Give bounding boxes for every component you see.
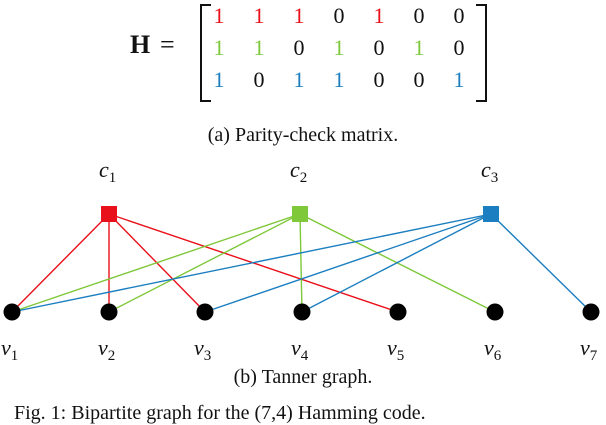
check-node [483,206,499,222]
matrix-cell: 1 [213,67,225,92]
variable-node [389,303,407,321]
matrix-cell: 0 [413,3,425,28]
matrix-cell: 0 [253,67,265,92]
variable-node [3,303,21,321]
check-node-label: c3 [481,157,498,186]
caption-parity-check-matrix: (a) Parity-check matrix. [207,124,399,146]
matrix-cell: 1 [253,35,265,60]
check-node [101,206,117,222]
variable-node-label: v7 [580,335,598,364]
variable-node-label: v6 [484,335,502,364]
figure-caption: Fig. 1: Bipartite graph for the (7,4) Ha… [14,402,426,424]
variable-node [582,303,600,321]
variable-node-label: v2 [98,335,115,364]
matrix-cell: 1 [453,67,465,92]
variable-node [293,303,311,321]
graph-edge [204,213,492,313]
graph-edge [108,213,301,313]
graph-edge [301,213,492,313]
graph-labels: c1 c2 c3 v1 v2 v3 v4 v5 v6 v7 [1,157,598,364]
variable-node-label: v3 [194,335,211,364]
parity-check-matrix: H = 1 1 1 0 1 0 0 1 1 0 1 0 1 0 1 0 1 1 0 0 1 [0,0,606,110]
graph-edge [11,213,110,313]
check-node [292,206,308,222]
matrix-cell: 1 [333,67,345,92]
variable-node-label: v1 [1,335,18,364]
variable-node [100,303,118,321]
graph-edge [11,213,492,313]
matrix-cell: 0 [333,3,345,28]
matrix-cell: 1 [293,3,305,28]
matrix-cell: 0 [373,35,385,60]
matrix-cell: 1 [293,67,305,92]
variable-node-label: v4 [291,335,309,364]
graph-edge [299,213,303,313]
graph-nodes [3,206,600,321]
variable-node-label: v5 [387,335,404,364]
check-node-label: c1 [99,157,116,186]
matrix-cell: 0 [293,35,305,60]
matrix-cell: 1 [213,3,225,28]
matrix-cell: 1 [333,35,345,60]
variable-node [196,303,214,321]
graph-edge [490,213,592,313]
check-node-label: c2 [290,157,307,186]
graph-edges [11,213,592,313]
matrix-cell: 0 [453,35,465,60]
variable-node [486,303,504,321]
matrix-cell: 1 [413,35,425,60]
matrix-cell: 0 [453,3,465,28]
matrix-cell: 1 [253,3,265,28]
matrix-label: H [130,30,151,59]
matrix-cell: 0 [373,67,385,92]
matrix-cell: 0 [413,67,425,92]
graph-edge [11,213,301,313]
matrix-cell: 1 [213,35,225,60]
left-bracket [200,4,211,102]
caption-tanner-graph: (b) Tanner graph. [233,366,373,388]
equals-sign: = [160,30,175,59]
matrix-cell: 1 [373,3,385,28]
right-bracket [476,4,487,102]
